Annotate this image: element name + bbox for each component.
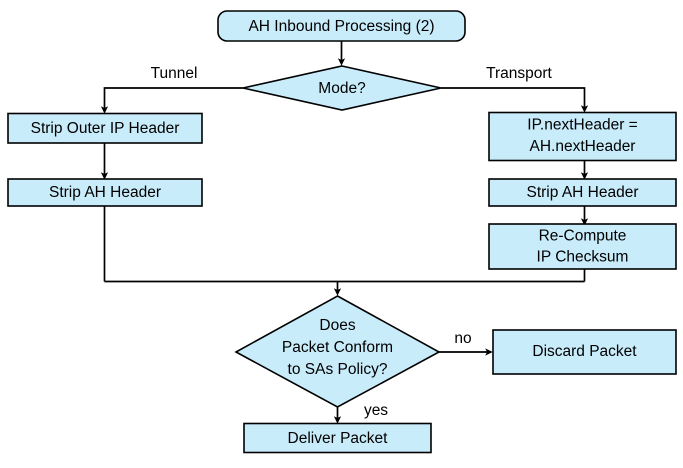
node-ip-next-header[interactable]: IP.nextHeader = AH.nextHeader [488,111,677,162]
node-strip-ah-header-transport[interactable]: Strip AH Header [488,178,677,207]
connector-mode-tunnel [100,87,243,114]
node-start[interactable]: AH Inbound Processing (2) [217,10,466,42]
node-discard-packet[interactable]: Discard Packet [492,329,677,375]
node-strip-outer-ip-header[interactable]: Strip Outer IP Header [7,112,203,144]
edge-label-yes: yes [364,402,388,419]
node-conform-decision-line1: Does [319,317,355,334]
node-mode-decision-label: Mode? [318,80,366,97]
node-conform-decision-shape [234,295,441,408]
node-recompute-checksum-line2: IP Checksum [537,249,629,266]
edge-label-no: no [454,330,471,347]
node-strip-ah-header-transport-label: Strip AH Header [527,184,639,201]
node-strip-outer-ip-header-label: Strip Outer IP Header [31,120,180,137]
node-strip-ah-header-tunnel-label: Strip AH Header [49,184,161,201]
node-strip-ah-header-tunnel[interactable]: Strip AH Header [7,178,203,207]
node-ip-next-header-line2: AH.nextHeader [530,138,636,155]
node-recompute-checksum[interactable]: Re-Compute IP Checksum [488,223,677,270]
edge-label-tunnel: Tunnel [151,65,198,82]
node-conform-decision-line2: Packet Conform [282,339,393,356]
node-deliver-packet[interactable]: Deliver Packet [243,422,432,454]
node-mode-decision-shape [242,65,442,111]
node-ip-next-header-line1: IP.nextHeader = [527,117,637,134]
node-recompute-checksum-line1: Re-Compute [539,228,627,245]
node-deliver-packet-shape [243,422,432,454]
connector-mode-transport [441,87,589,113]
node-mode-decision[interactable]: Mode? [242,65,442,111]
node-strip-ah-header-transport-shape [488,178,677,207]
node-discard-packet-label: Discard Packet [532,343,637,360]
node-start-shape [217,10,466,42]
node-discard-packet-shape [492,329,677,375]
node-ip-next-header-shape [488,111,677,162]
node-deliver-packet-label: Deliver Packet [288,430,389,447]
node-strip-outer-ip-header-shape [7,112,203,144]
node-conform-decision[interactable]: Does Packet Conform to SAs Policy? [234,295,441,408]
node-conform-decision-line3: to SAs Policy? [288,361,388,378]
node-recompute-checksum-shape [488,223,677,270]
node-strip-ah-header-tunnel-shape [7,178,203,207]
edge-label-transport: Transport [486,65,552,82]
node-start-label: AH Inbound Processing (2) [248,18,434,35]
